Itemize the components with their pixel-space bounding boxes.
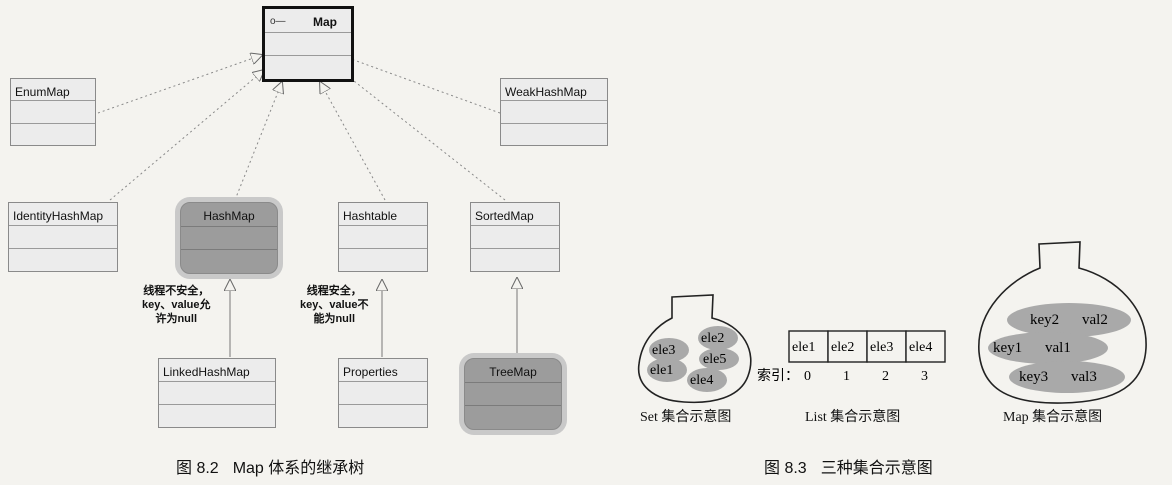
list-item: ele4 xyxy=(909,340,932,355)
caption-fig-8-3: 图 8.3 三种集合示意图 xyxy=(764,454,933,478)
list-item: ele1 xyxy=(792,340,815,355)
class-map-label: Map xyxy=(313,15,337,29)
set-blob xyxy=(698,326,738,350)
class-enummap-label: EnumMap xyxy=(11,79,95,102)
class-linkedhashmap-attrs xyxy=(159,382,275,406)
class-hashtable: Hashtable xyxy=(338,202,428,272)
note-hashtable-line: key、value不 xyxy=(300,299,369,311)
class-identityhashmap-label: IdentityHashMap xyxy=(9,203,117,227)
class-properties: Properties xyxy=(338,358,428,428)
caption-fig-8-3-text: 三种集合示意图 xyxy=(820,460,933,477)
list-index: 2 xyxy=(882,369,889,384)
class-hashmap-attrs xyxy=(181,227,277,251)
list-item: ele3 xyxy=(870,340,893,355)
class-enummap-attrs xyxy=(11,101,95,124)
set-label: Set 集合示意图 xyxy=(640,410,732,425)
arrow-sortedmap-map xyxy=(340,70,506,201)
set-blob xyxy=(687,368,727,392)
class-properties-attrs xyxy=(339,382,427,406)
list-cells xyxy=(788,330,946,363)
class-hashmap-label: HashMap xyxy=(181,203,277,227)
caption-fig-8-2-number: 图 8.2 xyxy=(176,460,219,477)
set-bag: ele3 ele2 ele5 ele1 ele4 xyxy=(637,294,752,404)
map-item: val1 xyxy=(1045,340,1071,356)
class-linkedhashmap-label: LinkedHashMap xyxy=(159,359,275,383)
list-item: ele2 xyxy=(831,340,854,355)
set-blob xyxy=(649,338,689,362)
list-cell xyxy=(788,330,829,363)
note-hashmap-line: 许为null xyxy=(155,313,198,325)
map-item: val2 xyxy=(1082,312,1108,328)
set-item: ele2 xyxy=(701,331,724,346)
list-index: 1 xyxy=(843,369,850,384)
caption-fig-8-2: 图 8.2 Map 体系的继承树 xyxy=(176,454,364,478)
caption-fig-8-3-number: 图 8.3 xyxy=(764,460,807,477)
class-weakhashmap-label: WeakHashMap xyxy=(501,79,607,102)
list-cell xyxy=(905,330,946,363)
list-cell xyxy=(827,330,868,363)
set-item: ele1 xyxy=(650,363,673,378)
class-hashtable-attrs xyxy=(339,226,427,250)
map-bag: key2 val2 key1 val1 key3 val3 xyxy=(978,241,1147,404)
note-hashmap: 线程不安全， key、value允 许为null xyxy=(142,284,210,326)
list-index: 3 xyxy=(921,369,928,384)
set-blob xyxy=(699,348,739,370)
class-identityhashmap: IdentityHashMap xyxy=(8,202,118,272)
class-treemap-attrs xyxy=(465,383,561,407)
class-hashmap: HashMap xyxy=(180,202,278,274)
arrow-weakhashmap-map xyxy=(340,55,501,114)
list-label: List 集合示意图 xyxy=(805,410,901,425)
arrow-hashmap-map xyxy=(234,82,282,201)
set-blob xyxy=(647,358,687,382)
note-hashtable-line: 能为null xyxy=(313,313,356,325)
class-sortedmap: SortedMap xyxy=(470,202,560,272)
class-treemap-label: TreeMap xyxy=(465,359,561,383)
class-weakhashmap: WeakHashMap xyxy=(500,78,608,146)
set-item: ele5 xyxy=(703,352,726,367)
class-identityhashmap-attrs xyxy=(9,226,117,250)
class-treemap: TreeMap xyxy=(464,358,562,430)
map-item: val3 xyxy=(1071,369,1097,385)
set-item: ele3 xyxy=(652,343,675,358)
map-item: key1 xyxy=(993,340,1022,356)
class-sortedmap-attrs xyxy=(471,226,559,250)
class-weakhashmap-attrs xyxy=(501,101,607,124)
map-blob xyxy=(1009,361,1125,393)
interface-icon: o— xyxy=(270,16,286,27)
class-map: o— Map xyxy=(262,6,354,82)
note-hashmap-line: key、value允 xyxy=(142,299,211,311)
note-hashmap-line: 线程不安全， xyxy=(143,285,210,297)
arrow-enummap-map xyxy=(97,55,262,114)
arrow-identityhashmap-map xyxy=(109,70,264,201)
map-item: key3 xyxy=(1019,369,1048,385)
class-map-attrs xyxy=(265,33,351,57)
caption-fig-8-2-text: Map 体系的继承树 xyxy=(232,460,365,477)
class-map-title: o— Map xyxy=(265,9,351,33)
note-hashtable-line: 线程安全， xyxy=(306,285,362,297)
map-blob xyxy=(1007,303,1131,337)
map-label: Map 集合示意图 xyxy=(1003,410,1103,425)
note-hashtable: 线程安全， key、value不 能为null xyxy=(300,284,368,326)
class-enummap: EnumMap xyxy=(10,78,96,146)
list-index: 0 xyxy=(804,369,811,384)
class-linkedhashmap: LinkedHashMap xyxy=(158,358,276,428)
class-hashtable-label: Hashtable xyxy=(339,203,427,227)
class-properties-label: Properties xyxy=(339,359,427,383)
set-item: ele4 xyxy=(690,373,713,388)
list-index-label: 索引： xyxy=(757,367,799,384)
map-item: key2 xyxy=(1030,312,1059,328)
class-sortedmap-label: SortedMap xyxy=(471,203,559,227)
map-blob xyxy=(988,332,1108,364)
